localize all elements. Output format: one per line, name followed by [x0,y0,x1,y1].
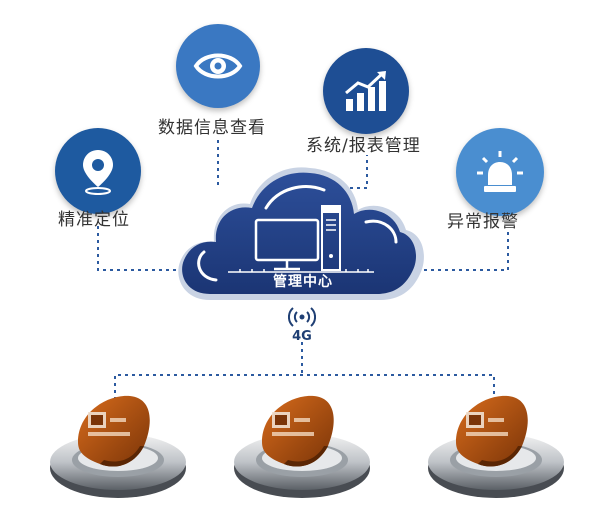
connector-positioning [97,226,198,271]
feature-label-alarm: 异常报警 [447,212,519,232]
feature-circle-data-query [176,24,260,108]
feature-circle-reports [323,48,409,134]
bar-chart-icon [345,71,386,111]
device-row [50,395,564,498]
alarm-light-icon [477,151,523,192]
connector-alarm [410,228,509,271]
network-label: 4G [292,329,312,344]
parking-lock-device-1 [50,395,186,498]
wireless-signal-icon [288,307,316,327]
connector-reports [336,155,368,189]
parking-lock-device-2 [234,395,370,498]
feature-label-reports: 系统/报表管理 [306,136,421,156]
feature-circle-alarm [456,128,544,216]
management-center-label: 管理中心 [273,274,333,290]
eye-icon [193,53,243,79]
feature-label-data-query: 数据信息查看 [158,118,266,138]
parking-lock-device-3 [428,395,564,498]
feature-label-positioning: 精准定位 [58,210,130,230]
management-cloud [178,167,424,300]
feature-circle-positioning [55,128,141,214]
location-pin-icon [83,150,113,195]
